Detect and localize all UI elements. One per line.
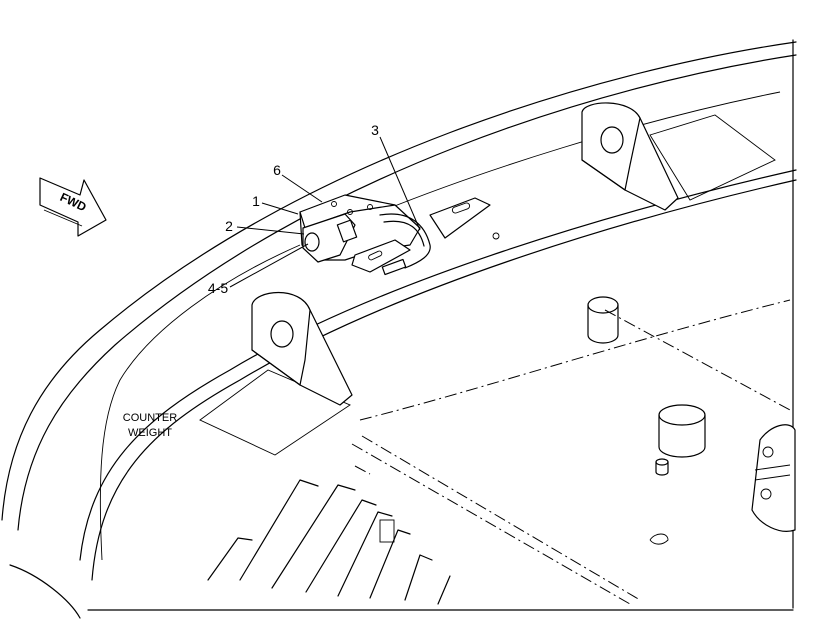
forward-arrow: FWD (39, 177, 107, 237)
lifting-eye-front (199, 291, 353, 456)
engine-cover-panel (351, 299, 791, 605)
callout-2: 2 (225, 218, 233, 234)
counterweight-label-line2: WEIGHT (128, 427, 172, 439)
radiator-grille (207, 479, 451, 605)
callout-leaders (229, 136, 421, 288)
counterweight-label-line1: COUNTER (123, 412, 177, 424)
camera-bracket-assembly (299, 194, 500, 276)
callout-4-5: 4-5 (208, 280, 228, 296)
callout-1: 1 (252, 193, 260, 209)
callout-3: 3 (371, 122, 379, 138)
lifting-eye-rear (581, 102, 776, 211)
callout-6: 6 (273, 162, 281, 178)
engine-components (587, 296, 796, 545)
